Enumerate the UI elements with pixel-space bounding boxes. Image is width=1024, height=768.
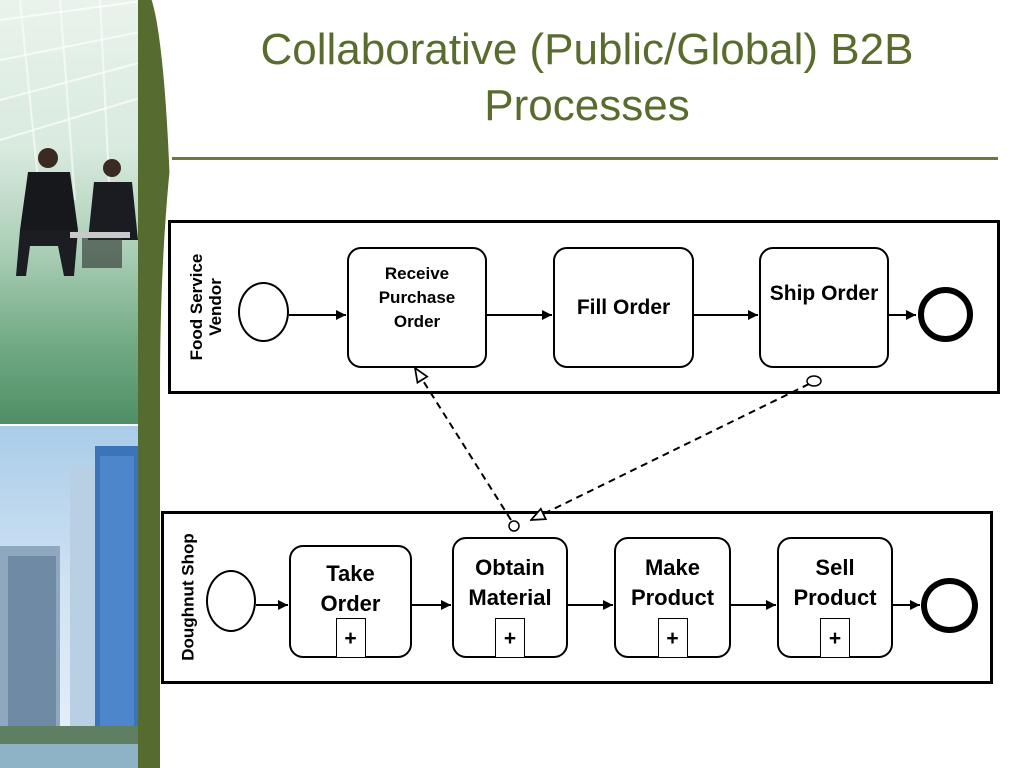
task-label: Ship Order <box>769 282 879 305</box>
subprocess-marker-icon: + <box>495 618 525 658</box>
task-obtain-material: Obtain Material + <box>452 537 568 658</box>
task-take-order: Take Order + <box>289 545 412 658</box>
message-flow <box>531 383 810 520</box>
pool-label-vendor: Food Service Vendor <box>187 253 225 361</box>
city-illustration <box>0 446 150 768</box>
task-label: Obtain Material <box>468 555 552 610</box>
pool-label-shop: Doughnut Shop <box>178 533 198 661</box>
decorative-photo-strip <box>0 0 150 768</box>
city-photo <box>0 426 150 768</box>
end-event-shop <box>921 578 978 633</box>
slide-title: Collaborative (Public/Global) B2B Proces… <box>260 25 914 130</box>
title-divider <box>172 157 998 160</box>
office-illustration <box>0 0 150 276</box>
task-receive-purchase-order: Receive Purchase Order <box>347 247 487 368</box>
subprocess-marker-icon: + <box>335 618 366 658</box>
start-event-vendor <box>238 282 289 342</box>
subprocess-marker-icon: + <box>657 618 688 658</box>
task-label: Take Order <box>320 561 381 616</box>
task-ship-order: Ship Order <box>759 247 889 368</box>
task-sell-product: Sell Product + <box>777 537 893 658</box>
office-photo <box>0 0 150 424</box>
task-make-product: Make Product + <box>614 537 731 658</box>
subprocess-marker-icon: + <box>820 618 850 658</box>
task-label: Make Product <box>630 555 715 610</box>
end-event-vendor <box>918 287 973 342</box>
start-event-shop <box>206 570 256 632</box>
task-fill-order: Fill Order <box>553 247 694 368</box>
task-label: Sell Product <box>793 555 877 610</box>
task-label: Fill Order <box>576 295 671 319</box>
task-label: Receive Purchase Order <box>378 264 456 331</box>
